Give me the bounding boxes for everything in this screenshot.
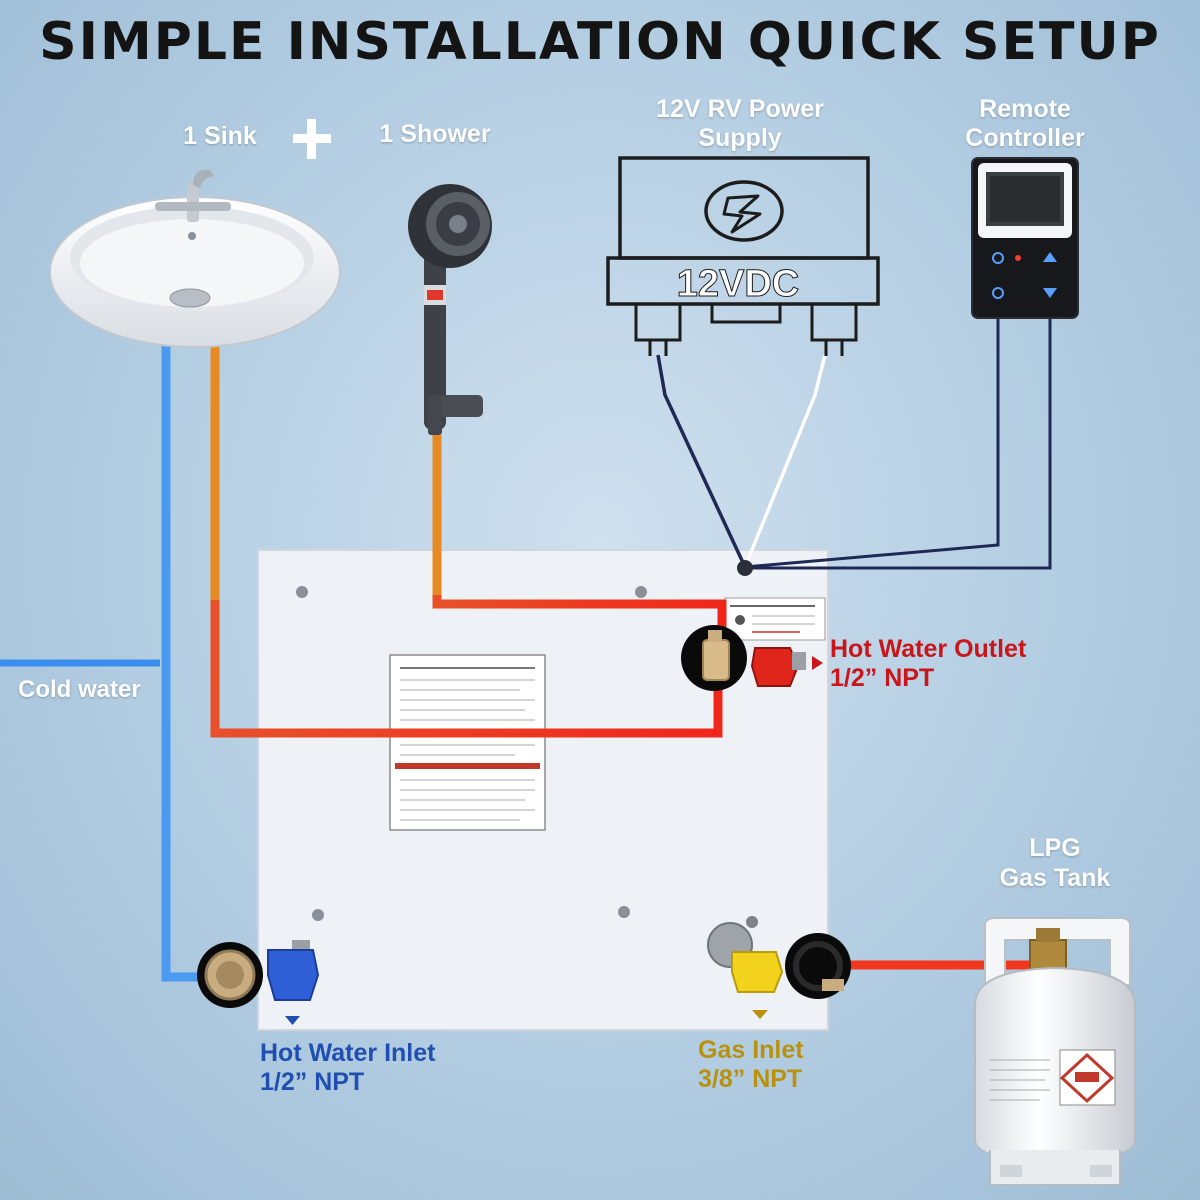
hot-water-inlet-fitting xyxy=(197,940,320,1025)
gas-inlet-label-line1: Gas Inlet xyxy=(698,1036,804,1064)
inlet-arrow-icon xyxy=(285,1016,300,1025)
hazard-label xyxy=(990,1049,1116,1106)
outlet-arrow-icon xyxy=(812,656,823,670)
water-heater-icon xyxy=(257,549,829,1031)
shower-head-icon xyxy=(408,184,492,435)
gas-inlet-label-line2: 3/8” NPT xyxy=(698,1065,803,1093)
remote-wire-2 xyxy=(745,318,1052,570)
lightning-icon xyxy=(704,180,784,242)
cold-water-label: Cold water xyxy=(18,676,141,703)
power-wire-white xyxy=(743,354,827,568)
remote-controller-label-line2: Controller xyxy=(965,124,1085,152)
plus-icon xyxy=(293,119,331,159)
hot-water-inlet-label-line1: Hot Water Inlet xyxy=(260,1039,436,1067)
power-supply-label: 12V RV Power Supply xyxy=(620,95,860,153)
power-wire-dark xyxy=(656,354,747,568)
lpg-tank-label-line1: LPG xyxy=(1029,834,1081,862)
remote-wire-1 xyxy=(744,318,1000,569)
sink-icon xyxy=(49,169,341,348)
remote-controller-icon xyxy=(971,157,1079,319)
gas-arrow-icon xyxy=(752,1010,768,1019)
page-title: SIMPLE INSTALLATION QUICK SETUP xyxy=(39,12,1161,72)
remote-controller-label: Remote Controller xyxy=(940,95,1110,153)
hot-water-outlet-label: Hot Water Outlet 1/2” NPT xyxy=(830,635,1026,693)
hot-water-inlet-label-line2: 1/2” NPT xyxy=(260,1068,365,1096)
sink-label: 1 Sink xyxy=(183,122,257,150)
lpg-tank-icon xyxy=(974,917,1136,1186)
lpg-tank-label: LPG Gas Tank xyxy=(970,833,1140,893)
remote-controller-label-line1: Remote xyxy=(979,95,1071,123)
shower-label: 1 Shower xyxy=(379,120,491,148)
power-supply-label-line2: Supply xyxy=(698,124,782,152)
wire-grommet xyxy=(737,560,753,576)
spec-sticker xyxy=(389,654,546,831)
hot-water-outlet-label-line2: 1/2” NPT xyxy=(830,664,935,692)
lpg-tank-label-line2: Gas Tank xyxy=(999,864,1111,892)
power-supply-label-line1: 12V RV Power xyxy=(656,95,824,123)
hot-water-outlet-fitting xyxy=(681,625,823,691)
gas-inlet-fitting xyxy=(707,916,851,1019)
power-supply-unit: 12VDC xyxy=(606,156,880,356)
hot-water-outlet-label-line1: Hot Water Outlet xyxy=(830,635,1027,663)
power-supply-voltage: 12VDC xyxy=(677,263,800,305)
electrical-connection-sticker xyxy=(724,597,826,641)
hot-water-inlet-label: Hot Water Inlet 1/2” NPT xyxy=(260,1039,435,1097)
cold-water-pipe xyxy=(161,345,215,982)
gas-inlet-label: Gas Inlet 3/8” NPT xyxy=(698,1036,804,1094)
